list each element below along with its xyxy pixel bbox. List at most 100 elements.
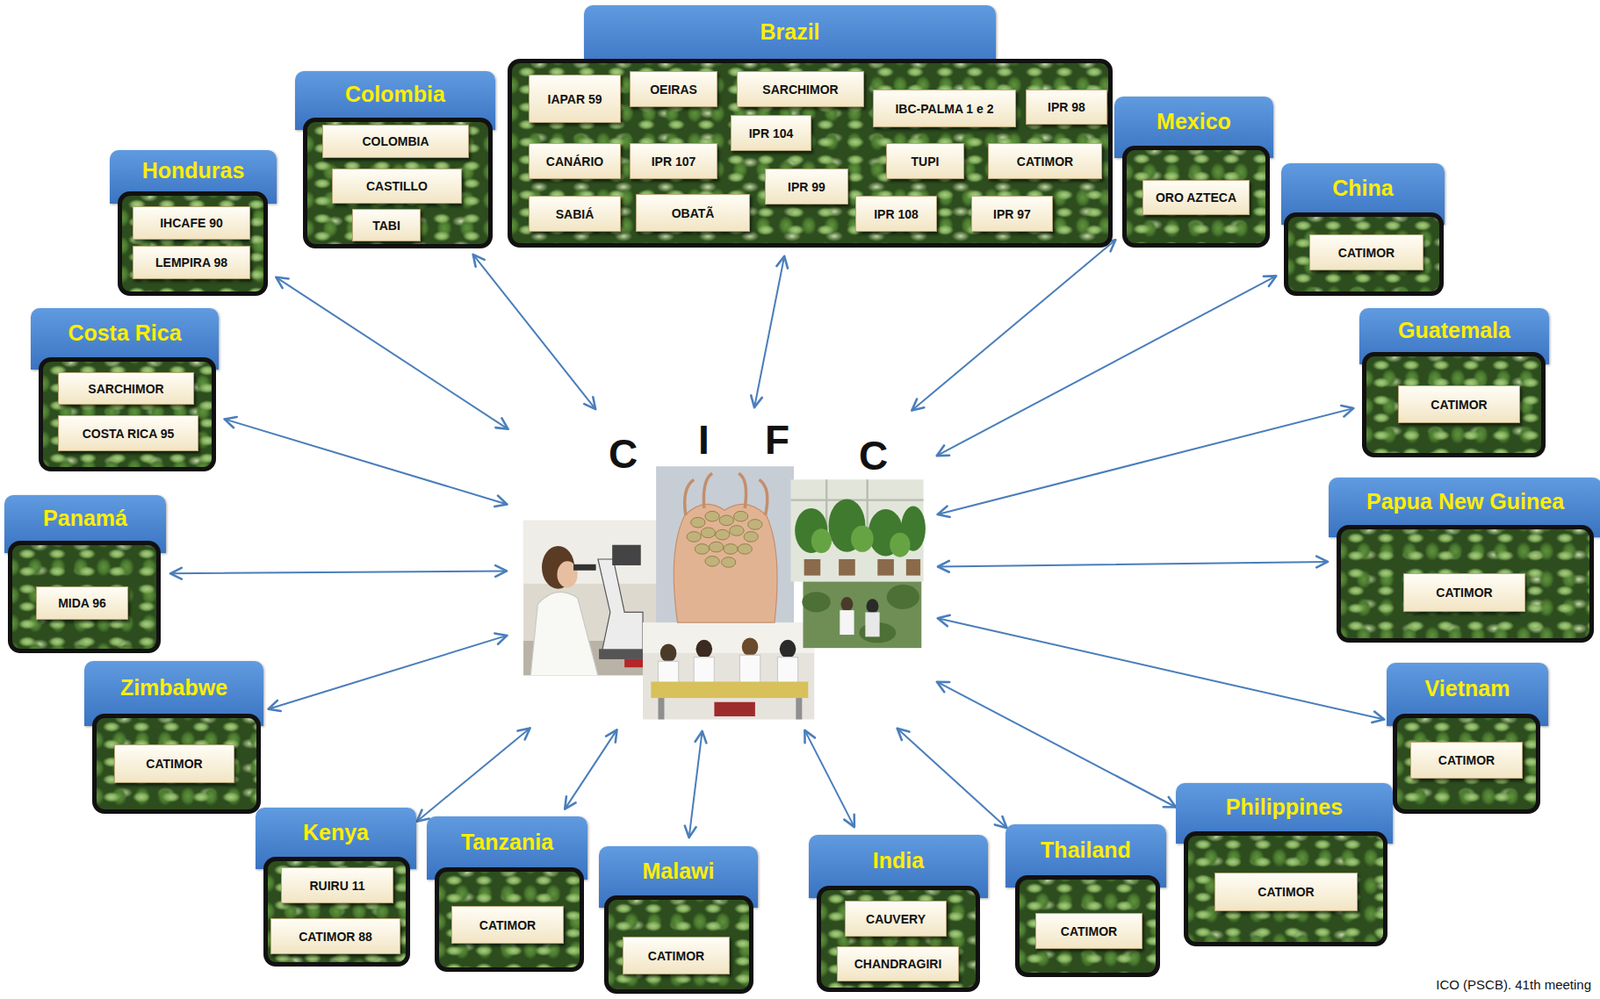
microscope-photo-part (612, 545, 642, 566)
country-node: ColombiaCOLOMBIACASTILLOTABI (302, 71, 493, 248)
variety-name: CAUVERY (865, 912, 926, 927)
variety-label: CATIMOR (987, 143, 1103, 180)
variety-label: CASTILLO (331, 168, 462, 204)
connector-arrow (897, 728, 1008, 829)
variety-label: IPR 97 (971, 195, 1053, 232)
variety-label: CATIMOR (1403, 573, 1526, 613)
variety-name: CATIMOR (1016, 154, 1074, 169)
country-node: GuatemalaCATIMOR (1362, 308, 1546, 458)
variety-label: SABIÁ (528, 195, 621, 232)
variety-name: SARCHIMOR (762, 82, 838, 97)
hands-beans-photo-part-part (691, 517, 706, 528)
microscope-photo (523, 520, 658, 677)
variety-name: CATIMOR (1060, 924, 1118, 939)
country-node: MalawiCATIMOR (604, 846, 754, 995)
country-node: MexicoORO AZTECA (1122, 96, 1271, 248)
variety-name: MIDA 96 (57, 596, 107, 611)
variety-name: ORO AZTECA (1155, 190, 1237, 205)
connector-arrow (937, 618, 1384, 720)
center-node: CIFC (515, 416, 930, 723)
country-node: Papua New GuineaCATIMOR (1336, 477, 1594, 643)
greenhouse-photo-part-part (850, 526, 874, 553)
variety-label: CATIMOR (114, 744, 235, 784)
country-node: BrazilIAPAR 59 OEIRAS SARCHIMOR IBC-PALMA 1… (507, 5, 1113, 248)
lab-table-photo-part (642, 622, 815, 720)
country-name: Zimbabwe (84, 661, 264, 714)
greenhouse-photo-part-part (838, 559, 856, 577)
variety-label: CATIMOR (1035, 913, 1143, 950)
hands-beans-photo-part-part (700, 527, 715, 539)
variety-name: CATIMOR (479, 918, 536, 933)
country-node: PanamáMIDA 96 (7, 495, 162, 654)
connector-arrow (911, 239, 1116, 411)
variety-label: OEIRAS (629, 71, 718, 108)
microscope-photo-part (598, 559, 643, 652)
variety-name: COSTA RICA 95 (82, 426, 175, 441)
variety-name: COLOMBIA (361, 134, 429, 149)
hands-beans-photo-part (673, 504, 778, 623)
microscope-photo-part (624, 659, 643, 668)
variety-name: TUPI (911, 154, 940, 169)
hands-beans-photo-part-part (743, 532, 758, 543)
variety-label: CATIMOR 88 (270, 918, 401, 955)
hands-beans-photo-part (684, 473, 768, 516)
connector-arrow (937, 408, 1355, 515)
variety-label: IBC-PALMA 1 e 2 (872, 89, 1017, 128)
connector-arrow (804, 730, 855, 828)
field-photo-part (864, 612, 880, 637)
variety-label: CAUVERY (844, 900, 947, 937)
variety-label: MIDA 96 (36, 586, 129, 620)
variety-name: OBATÃ (671, 206, 715, 221)
country-node: PhilippinesCATIMOR (1183, 783, 1388, 947)
variety-name: CHANDRAGIRI (854, 957, 943, 972)
connector-arrow (936, 275, 1276, 456)
variety-label: CATIMOR (1309, 234, 1424, 271)
variety-name: IPR 107 (651, 154, 697, 169)
hands-beans-photo-part-part (709, 541, 724, 553)
country-name: Kenya (255, 807, 417, 858)
variety-label: IHCAFE 90 (132, 206, 251, 240)
country-name: Brazil (583, 5, 996, 59)
greenhouse-photo-part-part (877, 559, 894, 577)
country-name: Malawi (598, 846, 758, 896)
center-letter: C (608, 433, 638, 475)
field-photo-part-part (801, 591, 831, 613)
variety-label: IPR 99 (764, 168, 849, 205)
lab-table-photo-part (795, 698, 802, 720)
variety-label: CATIMOR (451, 906, 564, 945)
variety-label: LEMPIRA 98 (132, 245, 251, 280)
variety-label: SARCHIMOR (57, 372, 195, 405)
field-photo-part (802, 582, 922, 649)
greenhouse-photo-part-part (906, 559, 921, 577)
country-node: HondurasIHCAFE 90LEMPIRA 98 (117, 150, 269, 296)
connector-arrow (937, 562, 1328, 568)
variety-name: SARCHIMOR (87, 381, 164, 397)
connector-arrow (936, 682, 1176, 808)
hands-beans-photo-part-part (723, 544, 738, 555)
country-node: ZimbabweCATIMOR (92, 661, 260, 815)
greenhouse-photo-part-part (804, 559, 822, 577)
variety-name: IAPAR 59 (547, 92, 603, 107)
variety-label: COLOMBIA (322, 124, 469, 159)
country-name: Thailand (1005, 824, 1167, 876)
variety-label: IPR 104 (730, 115, 812, 152)
country-node: ThailandCATIMOR (1013, 824, 1161, 978)
lab-table-photo-part (779, 640, 797, 659)
variety-name: TABI (372, 218, 401, 233)
field-photo-part (839, 610, 854, 635)
lab-table-photo-part (650, 681, 808, 699)
hands-beans-photo-part (686, 511, 763, 568)
hands-beans-photo-part-part (748, 519, 763, 531)
country-name: Costa Rica (30, 308, 219, 358)
variety-name: CASTILLO (366, 179, 428, 194)
variety-label: CANÁRIO (528, 143, 621, 180)
variety-name: IPR 99 (787, 180, 826, 195)
country-name: Guatemala (1359, 308, 1550, 353)
variety-label: TUPI (886, 143, 965, 180)
center-letter: F (764, 419, 790, 461)
variety-name: IPR 104 (749, 126, 794, 141)
country-name: India (808, 835, 988, 887)
hands-beans-photo-part-part (721, 557, 736, 569)
hands-beans-photo-part (655, 466, 794, 623)
connector-arrow (564, 729, 617, 809)
